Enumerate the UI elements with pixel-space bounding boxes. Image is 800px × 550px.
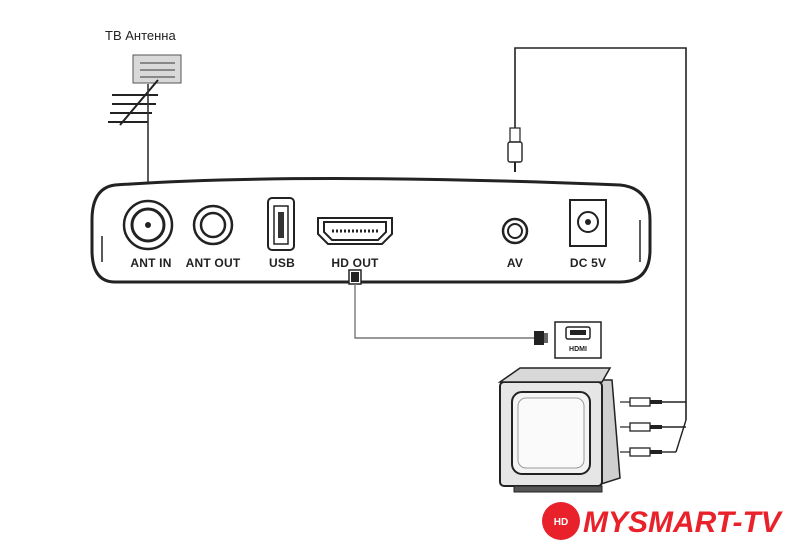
brand-logo: HD MYSMART-TV bbox=[542, 502, 784, 540]
port-ant-out[interactable]: ANT OUT bbox=[186, 204, 241, 270]
port-hd-out-label: HD OUT bbox=[331, 256, 379, 270]
port-ant-out-label: ANT OUT bbox=[186, 256, 241, 270]
port-av[interactable]: AV bbox=[501, 217, 529, 270]
television: HDMI bbox=[497, 321, 687, 493]
brand-name: MYSMART-TV bbox=[583, 506, 784, 539]
port-av-label: AV bbox=[507, 256, 523, 270]
tv-antenna: ТВ Антенна bbox=[105, 28, 182, 192]
port-hd-out[interactable]: HD OUT bbox=[317, 217, 393, 270]
av-cable bbox=[507, 47, 687, 420]
rca-connectors bbox=[620, 397, 687, 457]
brand-badge: HD bbox=[554, 517, 568, 528]
port-ant-in-label: ANT IN bbox=[130, 256, 171, 270]
port-usb-label: USB bbox=[269, 256, 295, 270]
tv-hdmi-label: HDMI bbox=[569, 346, 587, 353]
port-dc-5v[interactable]: DC 5V bbox=[569, 199, 607, 270]
port-ant-in[interactable]: ANT IN bbox=[122, 199, 174, 270]
hdmi-cable bbox=[348, 269, 548, 345]
port-usb[interactable]: USB bbox=[267, 197, 295, 270]
port-dc-label: DC 5V bbox=[570, 256, 606, 270]
antenna-label: ТВ Антенна bbox=[105, 28, 176, 43]
